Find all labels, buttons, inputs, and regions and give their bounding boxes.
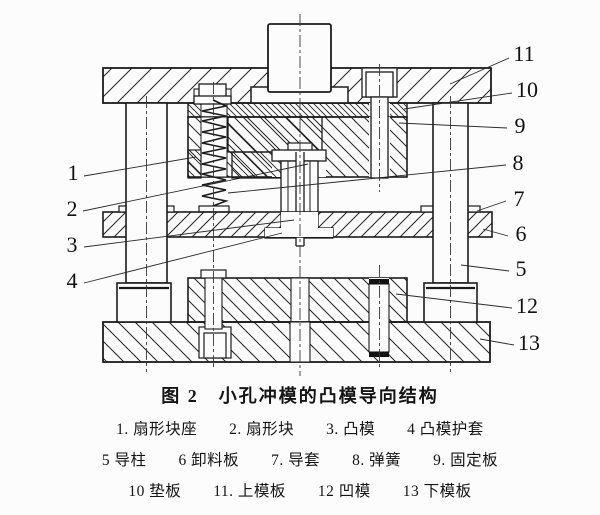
part-label-13: 13 bbox=[518, 330, 540, 355]
leader-line-5 bbox=[460, 264, 510, 272]
part-label-8: 8 bbox=[513, 150, 524, 175]
part-label-11: 11 bbox=[513, 41, 534, 66]
part-label-12: 12 bbox=[516, 293, 538, 318]
leader-line-4 bbox=[83, 232, 283, 284]
guide-pillar-right bbox=[432, 102, 469, 284]
die-shank bbox=[250, 23, 349, 104]
part-label-1: 1 bbox=[68, 160, 79, 185]
leader-line-12 bbox=[395, 293, 513, 309]
part-label-5: 5 bbox=[516, 256, 527, 281]
part-label-4: 4 bbox=[67, 268, 78, 293]
leader-line-6 bbox=[482, 228, 509, 237]
leader-line-7 bbox=[476, 200, 507, 212]
figure-caption: 图 2 小孔冲模的凸模导向结构 1. 扇形块座 2. 扇形块 3. 凸模 4 凸… bbox=[0, 378, 600, 501]
leader-line-8 bbox=[227, 164, 507, 194]
centerlines bbox=[146, 14, 451, 376]
leader-line-9 bbox=[398, 122, 508, 129]
part-label-6: 6 bbox=[516, 221, 527, 246]
die-bolt-right bbox=[368, 279, 390, 357]
figure-title: 图 2 小孔冲模的凸模导向结构 bbox=[161, 386, 439, 406]
leader-line-1 bbox=[83, 156, 197, 177]
spring-coil bbox=[201, 99, 229, 207]
part-label-3: 3 bbox=[67, 232, 78, 257]
spring bbox=[193, 83, 232, 213]
legend-line-3: 10 垫板 11. 上模板 12 凹模 13 下模板 bbox=[128, 483, 472, 500]
part-label-2: 2 bbox=[67, 196, 78, 221]
leader-line-10 bbox=[403, 92, 513, 110]
pillar-base-left bbox=[116, 282, 172, 323]
part-label-9: 9 bbox=[515, 113, 526, 138]
leader-line-13 bbox=[479, 338, 515, 346]
legend-line-1: 1. 扇形块座 2. 扇形块 3. 凸模 4 凸模护套 bbox=[116, 421, 484, 438]
part-label-7: 7 bbox=[514, 186, 525, 211]
lower-die-plate bbox=[102, 321, 491, 363]
part-label-10: 10 bbox=[516, 77, 538, 102]
leader-line-3 bbox=[83, 219, 295, 248]
guide-pillar-left bbox=[125, 102, 168, 284]
leader-line-11 bbox=[449, 57, 510, 85]
leader-line-2 bbox=[82, 163, 309, 212]
legend-line-2: 5 导柱 6 卸料板 7. 导套 8. 弹簧 9. 固定板 bbox=[101, 452, 499, 469]
